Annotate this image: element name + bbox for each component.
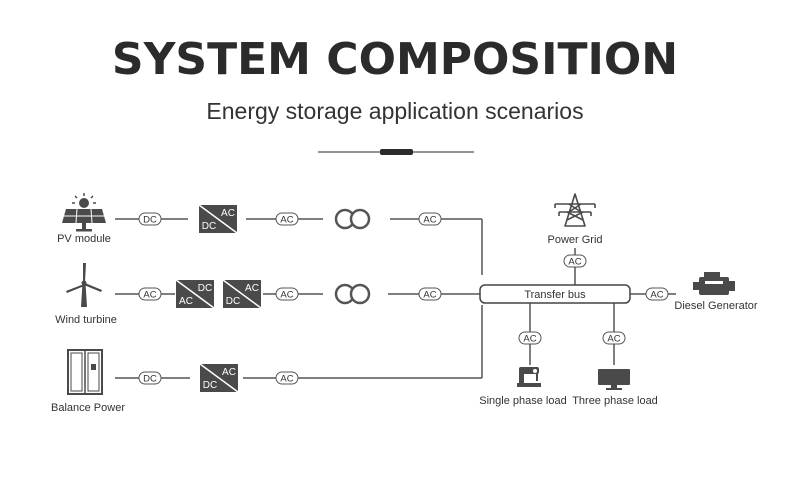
transformer-icon [334,283,371,305]
svg-text:AC: AC [280,215,293,226]
svg-text:AC: AC [221,208,235,219]
diesel-generator-label: Diesel Generator [674,300,758,312]
page-title: SYSTEM COMPOSITION [111,34,679,85]
dc-badge: DC [138,371,162,385]
svg-text:AC: AC [179,296,193,307]
three-phase-monitor-icon [598,369,630,390]
svg-text:AC: AC [607,334,620,345]
single-phase-appliance-icon [517,367,541,387]
transfer-bus-box [479,284,631,304]
converter-dc-ac-row1: AC DC [198,204,238,234]
solar-panel-icon [62,193,106,232]
svg-text:AC: AC [245,283,259,294]
ac-badge: AC [275,212,299,226]
wind-turbine-icon [66,263,102,307]
single-phase-load-label: Single phase load [479,395,567,407]
ac-badge: AC [418,287,442,301]
svg-text:AC: AC [423,290,436,301]
ac-badge: AC [518,331,542,345]
svg-text:DC: DC [203,380,217,391]
page-subtitle: Energy storage application scenarios [206,98,584,124]
svg-text:DC: DC [143,374,157,385]
svg-text:DC: DC [226,296,240,307]
ac-badge: AC [418,212,442,226]
svg-text:AC: AC [423,215,436,226]
transformer-icon [334,208,371,230]
ac-badge: AC [645,287,669,301]
dc-badge: DC [138,212,162,226]
converter-dc-ac-row3: AC DC [199,363,239,393]
three-phase-load-label: Three phase load [572,395,658,407]
engine-icon [693,272,735,295]
svg-text:DC: DC [198,283,212,294]
svg-text:AC: AC [650,290,663,301]
ac-badge: AC [275,287,299,301]
svg-text:AC: AC [568,257,581,268]
svg-text:DC: DC [202,221,216,232]
ac-badge: AC [138,287,162,301]
ac-badge: AC [602,331,626,345]
converter-ac-dc-row2a: DC AC [175,279,215,309]
svg-text:DC: DC [143,215,157,226]
wind-turbine-label: Wind turbine [55,314,117,326]
svg-text:AC: AC [222,367,236,378]
pv-module-label: PV module [57,233,111,245]
power-grid-label: Power Grid [547,234,603,246]
transfer-bus-label: Transfer bus [524,289,586,301]
svg-text:AC: AC [523,334,536,345]
power-tower-icon [554,193,596,227]
svg-text:AC: AC [143,290,156,301]
svg-text:AC: AC [280,290,293,301]
converter-dc-ac-row2b: AC DC [222,279,262,309]
battery-cabinet-icon [67,349,103,395]
ac-badge: AC [275,371,299,385]
svg-text:AC: AC [280,374,293,385]
balance-power-label: Balance Power [51,402,125,414]
ac-badge: AC [563,254,587,268]
title-divider [318,149,474,155]
